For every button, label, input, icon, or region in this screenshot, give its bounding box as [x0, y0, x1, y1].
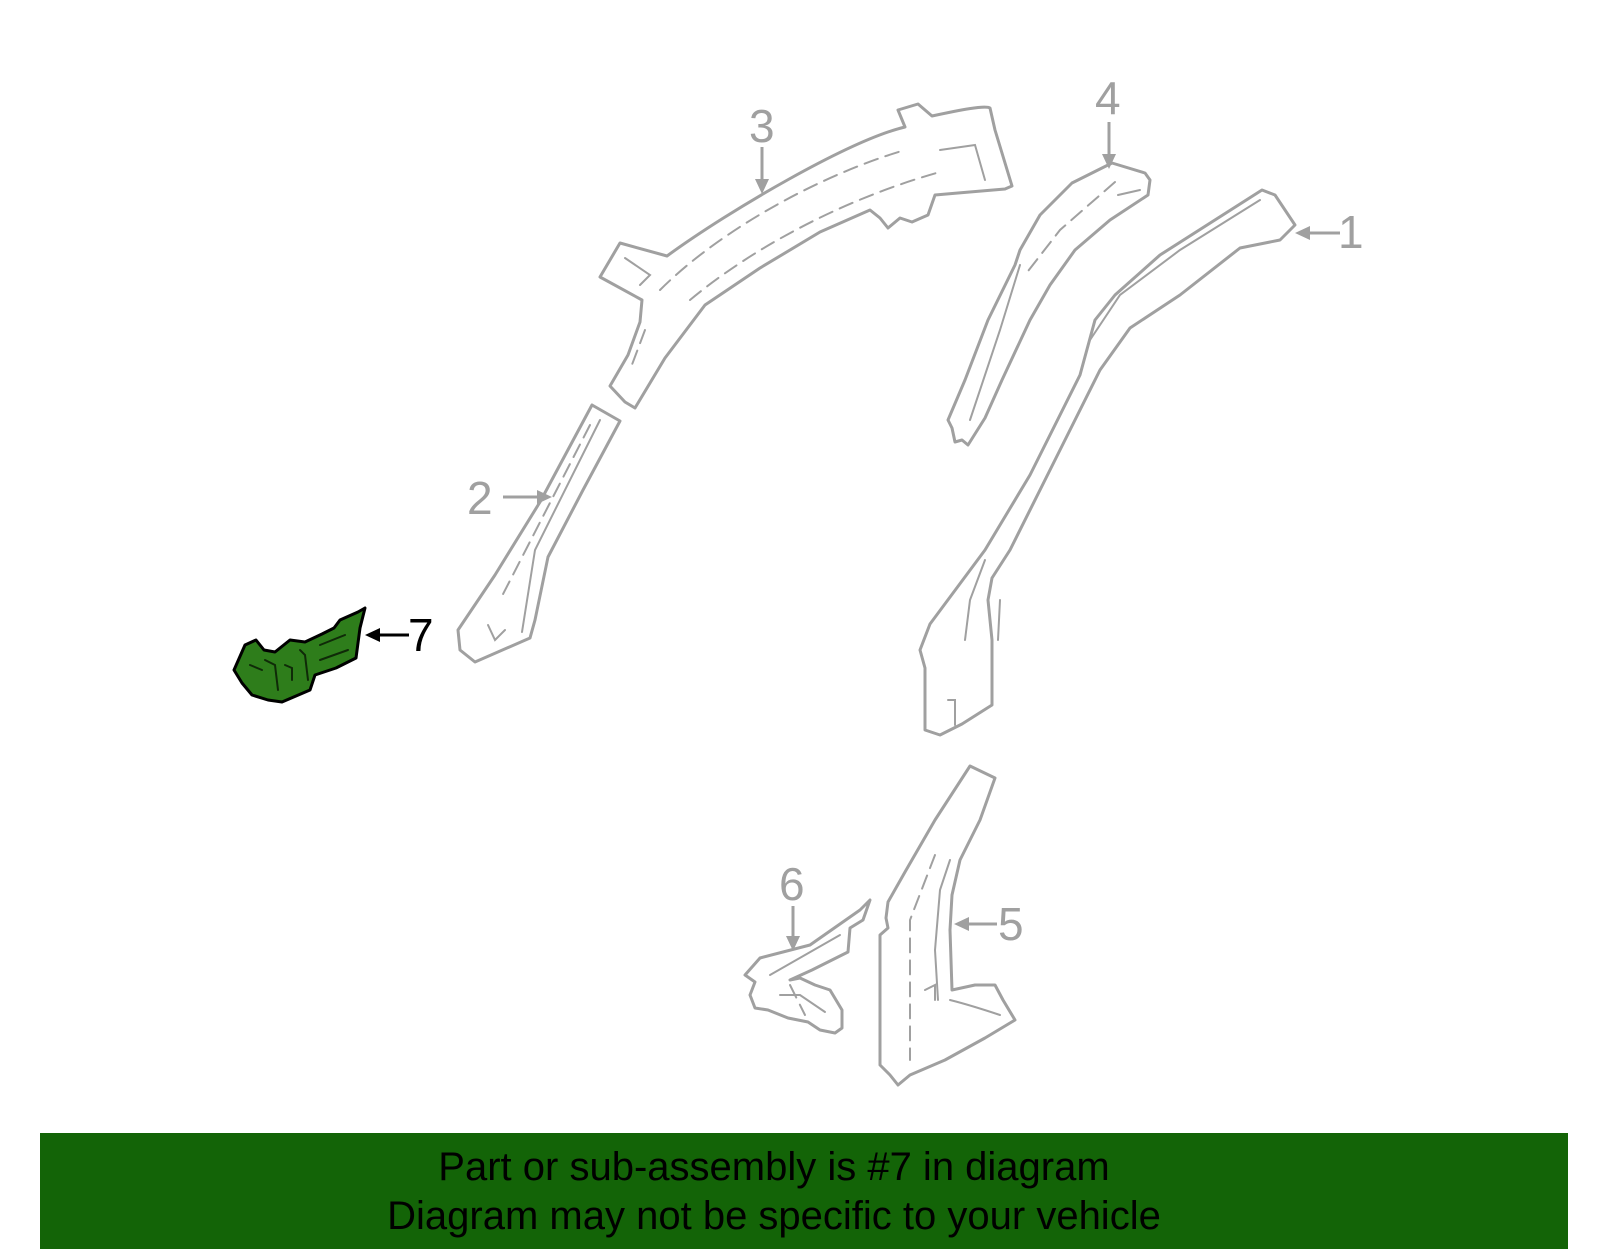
callout-1: 1	[1295, 206, 1364, 258]
callout-3: 3	[749, 100, 775, 194]
banner-line-2: Diagram may not be specific to your vehi…	[387, 1194, 1161, 1238]
callout-5-label: 5	[998, 898, 1024, 950]
callout-7: 7	[365, 609, 434, 661]
callout-2: 2	[467, 472, 552, 524]
part-1-pillar-long[interactable]	[918, 188, 1297, 737]
callout-6-label: 6	[779, 858, 805, 910]
callout-2-label: 2	[467, 472, 493, 524]
callout-6: 6	[779, 858, 805, 951]
banner-line-1: Part or sub-assembly is #7 in diagram	[438, 1145, 1110, 1189]
part-3-roof-rail[interactable]	[598, 102, 1014, 410]
callout-7-label: 7	[408, 609, 434, 661]
callout-3-label: 3	[749, 100, 775, 152]
part-6-reinforcement[interactable]	[743, 898, 872, 1035]
part-7-bracket-highlighted[interactable]	[232, 606, 367, 704]
info-banner: Part or sub-assembly is #7 in diagram Di…	[40, 1133, 1568, 1249]
part-2-pillar-lower[interactable]	[456, 403, 622, 664]
callout-1-label: 1	[1338, 206, 1364, 258]
callout-4: 4	[1095, 72, 1121, 169]
callout-4-label: 4	[1095, 72, 1121, 124]
part-4-upper-pillar[interactable]	[946, 161, 1152, 447]
part-5-pillar-lower[interactable]	[878, 764, 1017, 1087]
callout-5: 5	[954, 898, 1024, 950]
